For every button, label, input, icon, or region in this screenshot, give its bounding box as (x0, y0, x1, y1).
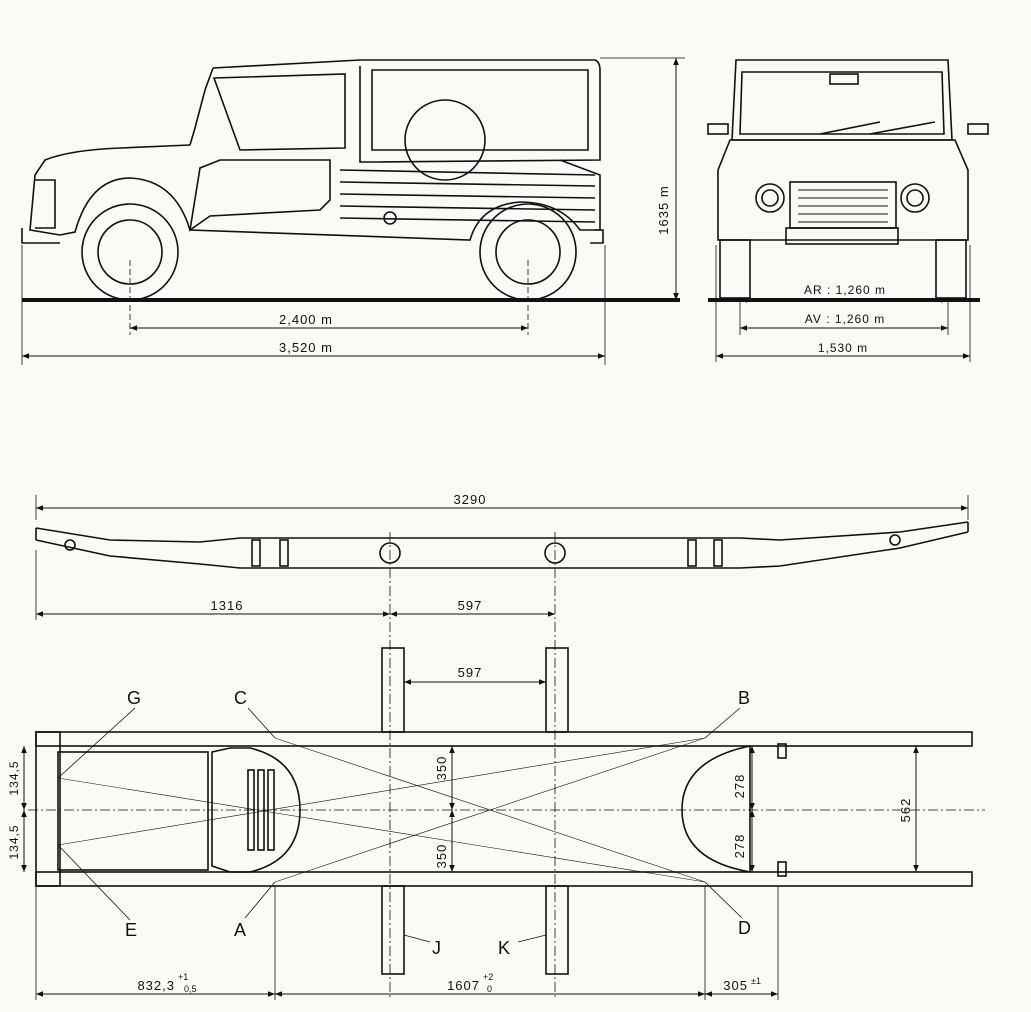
frame-front-to-mount-label: 1316 (211, 598, 244, 613)
point-label-g: G (127, 688, 141, 708)
frame-overall-length-label: 3290 (454, 492, 487, 507)
front-width-label: 1,530 m (818, 341, 868, 355)
dim-rear-tol: ±1 (751, 976, 761, 986)
frame-side-view (35, 495, 969, 1000)
half-width-lower-label: 350 (434, 844, 449, 869)
front-view (707, 59, 989, 362)
front-track-rear-label: AR : 1,260 m (804, 283, 886, 297)
point-label-e: E (125, 920, 137, 940)
dim-middle-tol-lower: 0 (487, 984, 492, 994)
front-offset-lower-label: 134,5 (7, 824, 21, 859)
front-track-front-label: AV : 1,260 m (805, 312, 885, 326)
crossmember-spacing-label: 597 (458, 665, 483, 680)
point-label-d: D (738, 918, 751, 938)
frame-mount-spacing-label: 597 (458, 598, 483, 613)
side-length-label: 3,520 m (279, 340, 333, 355)
dim-rear-label: 305 (723, 978, 748, 993)
dim-front-label: 832,3 (137, 978, 175, 993)
side-view (21, 57, 685, 365)
frame-top-view (21, 647, 985, 1000)
point-label-a: A (234, 920, 246, 940)
rear-half-lower-label: 278 (732, 834, 747, 859)
point-label-c: C (234, 688, 247, 708)
dim-front-tol-upper: +1 (178, 972, 188, 982)
rear-width-label: 562 (898, 798, 913, 823)
half-width-upper-label: 350 (434, 756, 449, 781)
point-label-k: K (498, 938, 510, 958)
side-height-label: 1635 m (656, 185, 671, 234)
dim-front-tol-lower: 0,5 (184, 984, 197, 994)
side-wheelbase-label: 2,400 m (279, 312, 333, 327)
front-offset-upper-label: 134,5 (7, 760, 21, 795)
dim-middle-tol-upper: +2 (483, 972, 493, 982)
point-label-b: B (738, 688, 750, 708)
rear-half-upper-label: 278 (732, 774, 747, 799)
dim-middle-label: 1607 (447, 978, 480, 993)
point-label-j: J (432, 938, 441, 958)
